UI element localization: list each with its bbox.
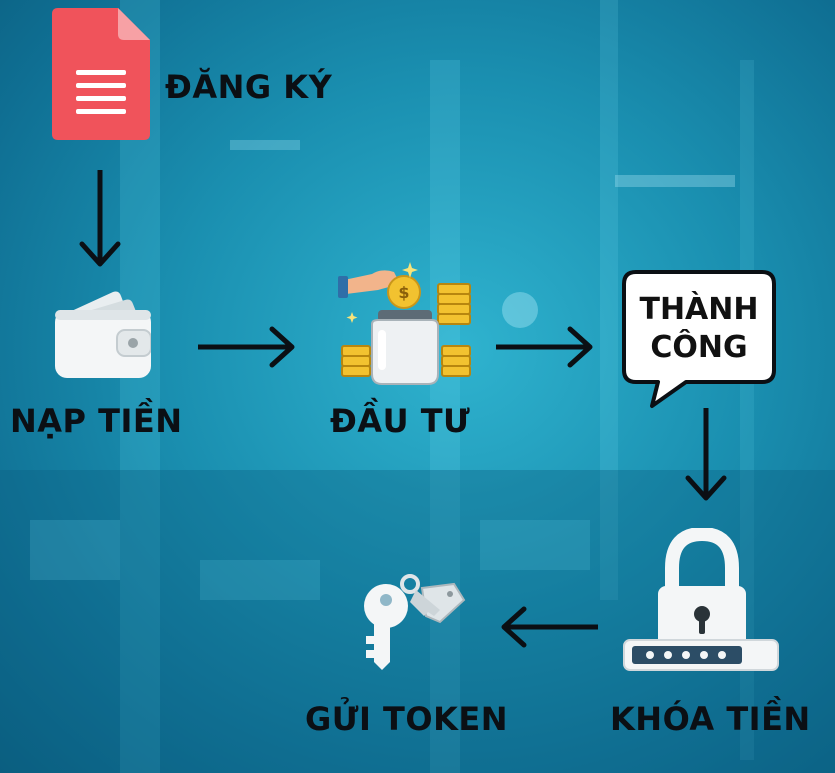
arrow-down-1 xyxy=(79,170,121,267)
deposit-label: NẠP TIỀN xyxy=(10,402,183,440)
invest-label: ĐẦU TƯ xyxy=(330,402,471,440)
token-label: GỬI TOKEN xyxy=(305,700,509,738)
register-step xyxy=(52,8,152,144)
svg-text:$: $ xyxy=(398,283,409,302)
lock-step xyxy=(622,526,780,684)
arrow-right-2 xyxy=(496,326,593,368)
speech-bubble-icon xyxy=(622,270,776,408)
lock-label: KHÓA TIỀN xyxy=(610,700,811,738)
arrow-left-1 xyxy=(501,606,598,648)
arrow-right-1 xyxy=(198,326,295,368)
success-label-line2: CÔNG xyxy=(650,330,748,365)
success-step: THÀNH CÔNG xyxy=(622,270,776,410)
success-label-line1: THÀNH xyxy=(639,292,759,327)
coin-jar-icon: $ xyxy=(338,262,471,385)
padlock-icon xyxy=(623,526,779,671)
arrow-down-2 xyxy=(685,408,727,501)
keys-icon xyxy=(364,574,466,670)
wallet-icon xyxy=(55,291,152,378)
deposit-step xyxy=(55,290,152,382)
invest-step: $ xyxy=(338,262,472,392)
document-icon xyxy=(52,8,150,140)
token-step xyxy=(356,570,468,680)
register-label: ĐĂNG KÝ xyxy=(165,68,333,106)
